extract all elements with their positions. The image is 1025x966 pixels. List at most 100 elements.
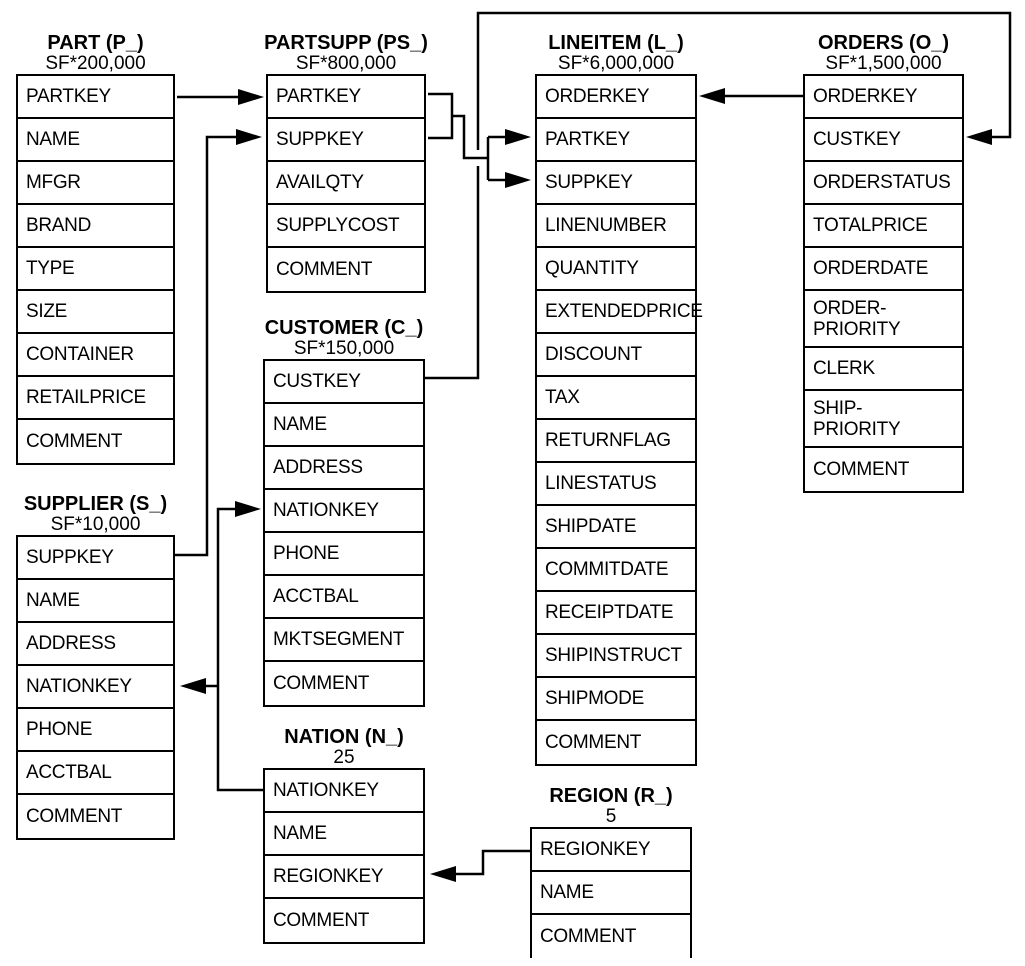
field-label: CUSTKEY bbox=[273, 371, 361, 392]
field-label: DISCOUNT bbox=[545, 344, 642, 365]
field-phone: PHONE bbox=[18, 709, 173, 752]
field-order-priority: ORDER- PRIORITY bbox=[805, 291, 962, 348]
field-label: ADDRESS bbox=[273, 457, 363, 478]
table-cardinality: 25 bbox=[333, 747, 355, 769]
table-lineitem-header: LINEITEM (L_) SF*6,000,000 bbox=[492, 33, 740, 76]
field-label: SUPPLYCOST bbox=[276, 215, 400, 236]
field-label: REGIONKEY bbox=[540, 839, 651, 860]
field-orderkey: ORDERKEY bbox=[537, 76, 695, 119]
table-title: NATION (N_) bbox=[284, 726, 404, 749]
field-phone: PHONE bbox=[265, 533, 423, 576]
field-custkey: CUSTKEY bbox=[265, 361, 423, 404]
field-label: SHIP- PRIORITY bbox=[813, 397, 901, 440]
connector-region-nation bbox=[430, 849, 530, 882]
field-address: ADDRESS bbox=[18, 623, 173, 666]
table-supplier-header: SUPPLIER (S_) SF*10,000 bbox=[0, 494, 218, 537]
field-tax: TAX bbox=[537, 377, 695, 420]
field-acctbal: ACCTBAL bbox=[18, 752, 173, 795]
field-mfgr: MFGR bbox=[18, 162, 173, 205]
field-returnflag: RETURNFLAG bbox=[537, 420, 695, 463]
field-label: NATIONKEY bbox=[273, 500, 379, 521]
table-cardinality: SF*200,000 bbox=[45, 53, 146, 75]
field-label: BRAND bbox=[26, 215, 92, 236]
connector-nation-supplier bbox=[180, 678, 218, 694]
field-custkey: CUSTKEY bbox=[805, 119, 962, 162]
field-label: ORDERSTATUS bbox=[813, 172, 951, 193]
field-suppkey: SUPPKEY bbox=[18, 537, 173, 580]
field-clerk: CLERK bbox=[805, 348, 962, 391]
field-label: SUPPKEY bbox=[276, 129, 364, 150]
field-name: NAME bbox=[265, 404, 423, 447]
table-title: PART (P_) bbox=[47, 32, 144, 55]
field-label: TYPE bbox=[26, 258, 75, 279]
table-title: REGION (R_) bbox=[549, 785, 673, 808]
field-shipmode: SHIPMODE bbox=[537, 678, 695, 721]
field-shipdate: SHIPDATE bbox=[537, 506, 695, 549]
table-cardinality: SF*10,000 bbox=[50, 514, 141, 536]
field-regionkey: REGIONKEY bbox=[265, 856, 423, 899]
field-comment: COMMENT bbox=[268, 248, 424, 291]
field-regionkey: REGIONKEY bbox=[532, 829, 690, 872]
field-label: COMMENT bbox=[26, 431, 123, 452]
field-size: SIZE bbox=[18, 291, 173, 334]
field-label: MFGR bbox=[26, 172, 81, 193]
field-acctbal: ACCTBAL bbox=[265, 576, 423, 619]
field-name: NAME bbox=[265, 813, 423, 856]
field-nationkey: NATIONKEY bbox=[18, 666, 173, 709]
table-part-header: PART (P_) SF*200,000 bbox=[0, 33, 218, 76]
field-label: RECEIPTDATE bbox=[545, 602, 674, 623]
field-orderdate: ORDERDATE bbox=[805, 248, 962, 291]
field-label: LINESTATUS bbox=[545, 473, 657, 494]
field-label: COMMENT bbox=[276, 259, 373, 280]
field-comment: COMMENT bbox=[18, 420, 173, 463]
field-nationkey: NATIONKEY bbox=[265, 770, 423, 813]
field-name: NAME bbox=[18, 580, 173, 623]
field-orderstatus: ORDERSTATUS bbox=[805, 162, 962, 205]
table-cardinality: SF*150,000 bbox=[293, 338, 395, 360]
field-comment: COMMENT bbox=[537, 721, 695, 764]
table-cardinality: SF*6,000,000 bbox=[557, 53, 675, 75]
field-label: SHIPMODE bbox=[545, 688, 644, 709]
field-totalprice: TOTALPRICE bbox=[805, 205, 962, 248]
field-label: COMMENT bbox=[813, 459, 910, 480]
table-title: LINEITEM (L_) bbox=[548, 32, 684, 55]
field-label: RETURNFLAG bbox=[545, 430, 671, 451]
field-label: CLERK bbox=[813, 358, 875, 379]
field-label: CONTAINER bbox=[26, 344, 134, 365]
field-linenumber: LINENUMBER bbox=[537, 205, 695, 248]
field-label: SUPPKEY bbox=[545, 172, 633, 193]
connector-orders-lineitem bbox=[699, 88, 803, 104]
field-type: TYPE bbox=[18, 248, 173, 291]
field-label: ACCTBAL bbox=[26, 762, 112, 783]
field-partkey: PARTKEY bbox=[268, 76, 424, 119]
field-label: PARTKEY bbox=[26, 86, 111, 107]
field-label: SUPPKEY bbox=[26, 547, 114, 568]
field-ship-priority: SHIP- PRIORITY bbox=[805, 391, 962, 448]
field-comment: COMMENT bbox=[18, 795, 173, 838]
field-label: ACCTBAL bbox=[273, 586, 359, 607]
field-label: NATIONKEY bbox=[273, 780, 379, 801]
field-retailprice: RETAILPRICE bbox=[18, 377, 173, 420]
field-label: PHONE bbox=[273, 543, 340, 564]
field-extendedprice: EXTENDEDPRICE bbox=[537, 291, 703, 334]
connector-partsupp-lineitem bbox=[428, 92, 531, 188]
field-mktsegment: MKTSEGMENT bbox=[265, 619, 423, 662]
field-label: ADDRESS bbox=[26, 633, 116, 654]
field-label: TOTALPRICE bbox=[813, 215, 928, 236]
table-customer: CUSTOMER (C_) SF*150,000 CUSTKEY NAME ADDR… bbox=[263, 318, 425, 707]
field-supplycost: SUPPLYCOST bbox=[268, 205, 424, 248]
field-label: NAME bbox=[273, 823, 327, 844]
field-address: ADDRESS bbox=[265, 447, 423, 490]
field-label: COMMENT bbox=[540, 926, 637, 947]
table-region-header: REGION (R_) 5 bbox=[487, 786, 735, 829]
field-receiptdate: RECEIPTDATE bbox=[537, 592, 695, 635]
table-title: CUSTOMER (C_) bbox=[264, 317, 424, 340]
field-label: AVAILQTY bbox=[276, 172, 364, 193]
field-commitdate: COMMITDATE bbox=[537, 549, 695, 592]
field-name: NAME bbox=[532, 872, 690, 915]
field-partkey: PARTKEY bbox=[537, 119, 695, 162]
